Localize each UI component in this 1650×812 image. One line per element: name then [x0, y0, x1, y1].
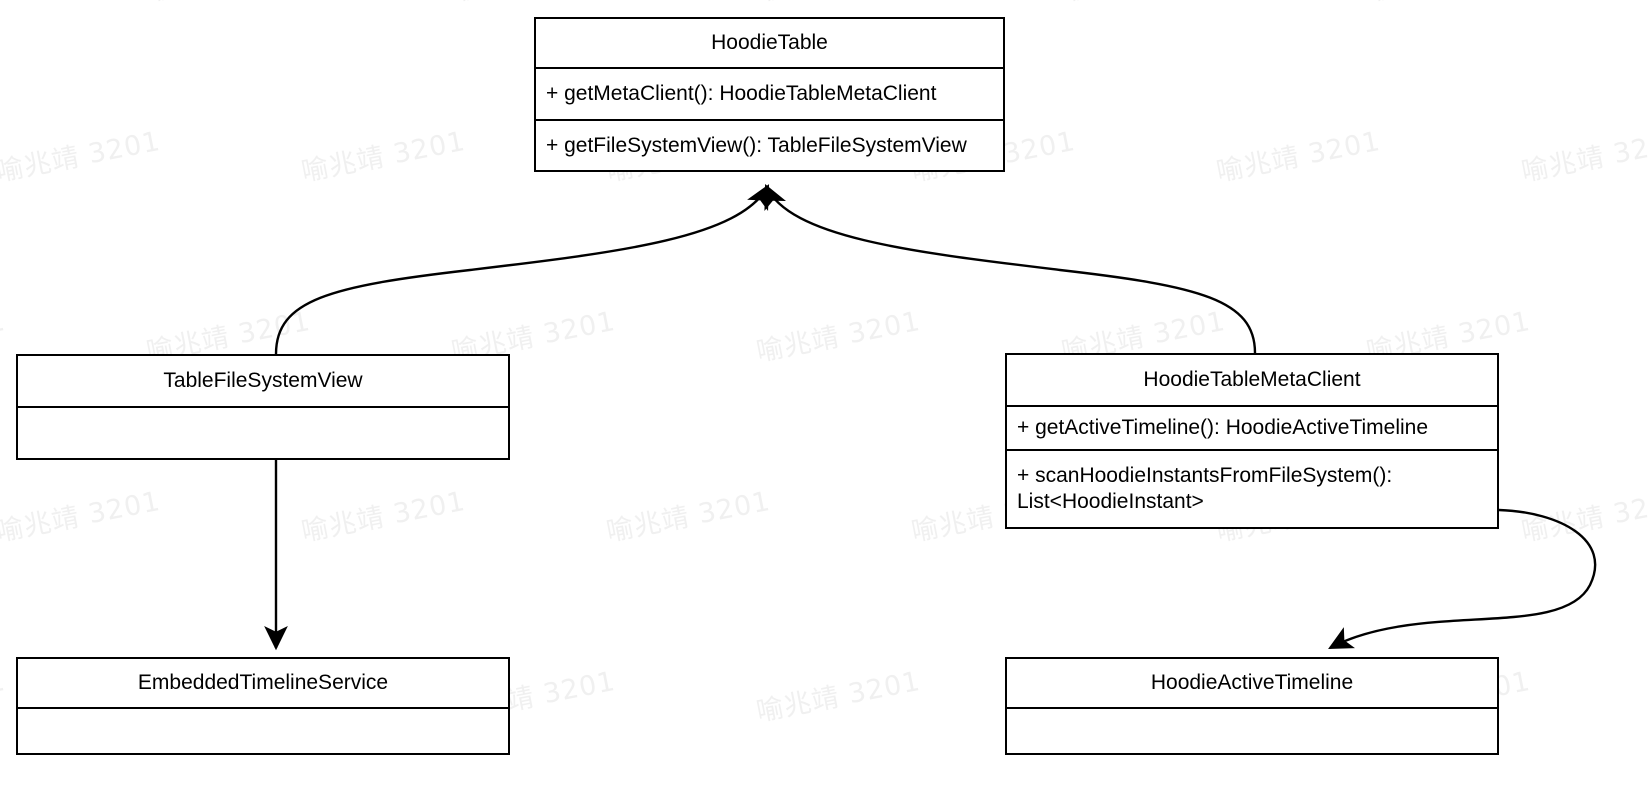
- watermark-text: 喻兆靖 3201: [298, 125, 469, 189]
- edge-fsview-to-hoodietable: [274, 184, 770, 355]
- watermark-text: 喻兆靖 3201: [1518, 485, 1650, 549]
- watermark-text: 喻兆靖 3201: [1518, 125, 1650, 189]
- class-method-hoodie-table-meta-client-1: + scanHoodieInstantsFromFileSystem(): Li…: [1007, 449, 1497, 527]
- watermark-text: 喻兆靖 3201: [603, 485, 774, 549]
- class-method-hoodie-table-1: + getFileSystemView(): TableFileSystemVi…: [536, 119, 1003, 170]
- class-body-table-file-system-view: [18, 406, 508, 458]
- watermark-text: 喻兆靖 3201: [0, 125, 164, 189]
- class-body-hoodie-active-timeline: [1007, 707, 1497, 753]
- watermark-text: 喻兆靖 3201: [143, 0, 314, 9]
- edge-metaclient-to-hoodietable: [764, 184, 1257, 354]
- class-box-table-file-system-view[interactable]: TableFileSystemView: [16, 354, 510, 460]
- watermark-text: 喻兆靖 3201: [448, 0, 619, 9]
- class-body-embedded-timeline-service: [18, 707, 508, 753]
- watermark-text: 喻兆靖 3201: [298, 485, 469, 549]
- watermark-text: 喻兆靖 3201: [1213, 125, 1384, 189]
- watermark-text: 喻兆靖 3201: [0, 0, 8, 9]
- watermark-text: 喻兆靖 3201: [753, 665, 924, 729]
- watermark-text: 喻兆靖 3201: [753, 305, 924, 369]
- watermark-text: 喻兆靖 3201: [753, 0, 924, 9]
- class-name-hoodie-table-meta-client: HoodieTableMetaClient: [1143, 368, 1361, 391]
- class-method-hoodie-table-meta-client-0: + getActiveTimeline(): HoodieActiveTimel…: [1007, 405, 1497, 449]
- watermark-text: 喻兆靖 3201: [0, 665, 9, 728]
- class-box-hoodie-active-timeline[interactable]: HoodieActiveTimeline: [1005, 657, 1499, 755]
- edge-metaclient-to-activetl: [1328, 508, 1597, 650]
- watermark-text: 喻兆靖 3201: [1363, 0, 1534, 9]
- class-name-hoodie-table: HoodieTable: [711, 31, 828, 54]
- watermark-text: 喻兆靖 3201: [0, 305, 9, 368]
- class-name-hoodie-active-timeline: HoodieActiveTimeline: [1150, 671, 1354, 694]
- class-name-table-file-system-view: TableFileSystemView: [163, 369, 363, 392]
- class-method-hoodie-table-0: + getMetaClient(): HoodieTableMetaClient: [536, 67, 1003, 119]
- class-name-embedded-timeline-service: EmbeddedTimelineService: [137, 671, 389, 694]
- watermark-text: 喻兆靖 3201: [0, 485, 164, 549]
- watermark-text: 喻兆靖 3201: [1058, 0, 1229, 9]
- class-box-embedded-timeline-service[interactable]: EmbeddedTimelineService: [16, 657, 510, 755]
- class-box-hoodie-table-meta-client[interactable]: HoodieTableMetaClient + getActiveTimelin…: [1005, 353, 1499, 529]
- class-box-hoodie-table[interactable]: HoodieTable + getMetaClient(): HoodieTab…: [534, 17, 1005, 172]
